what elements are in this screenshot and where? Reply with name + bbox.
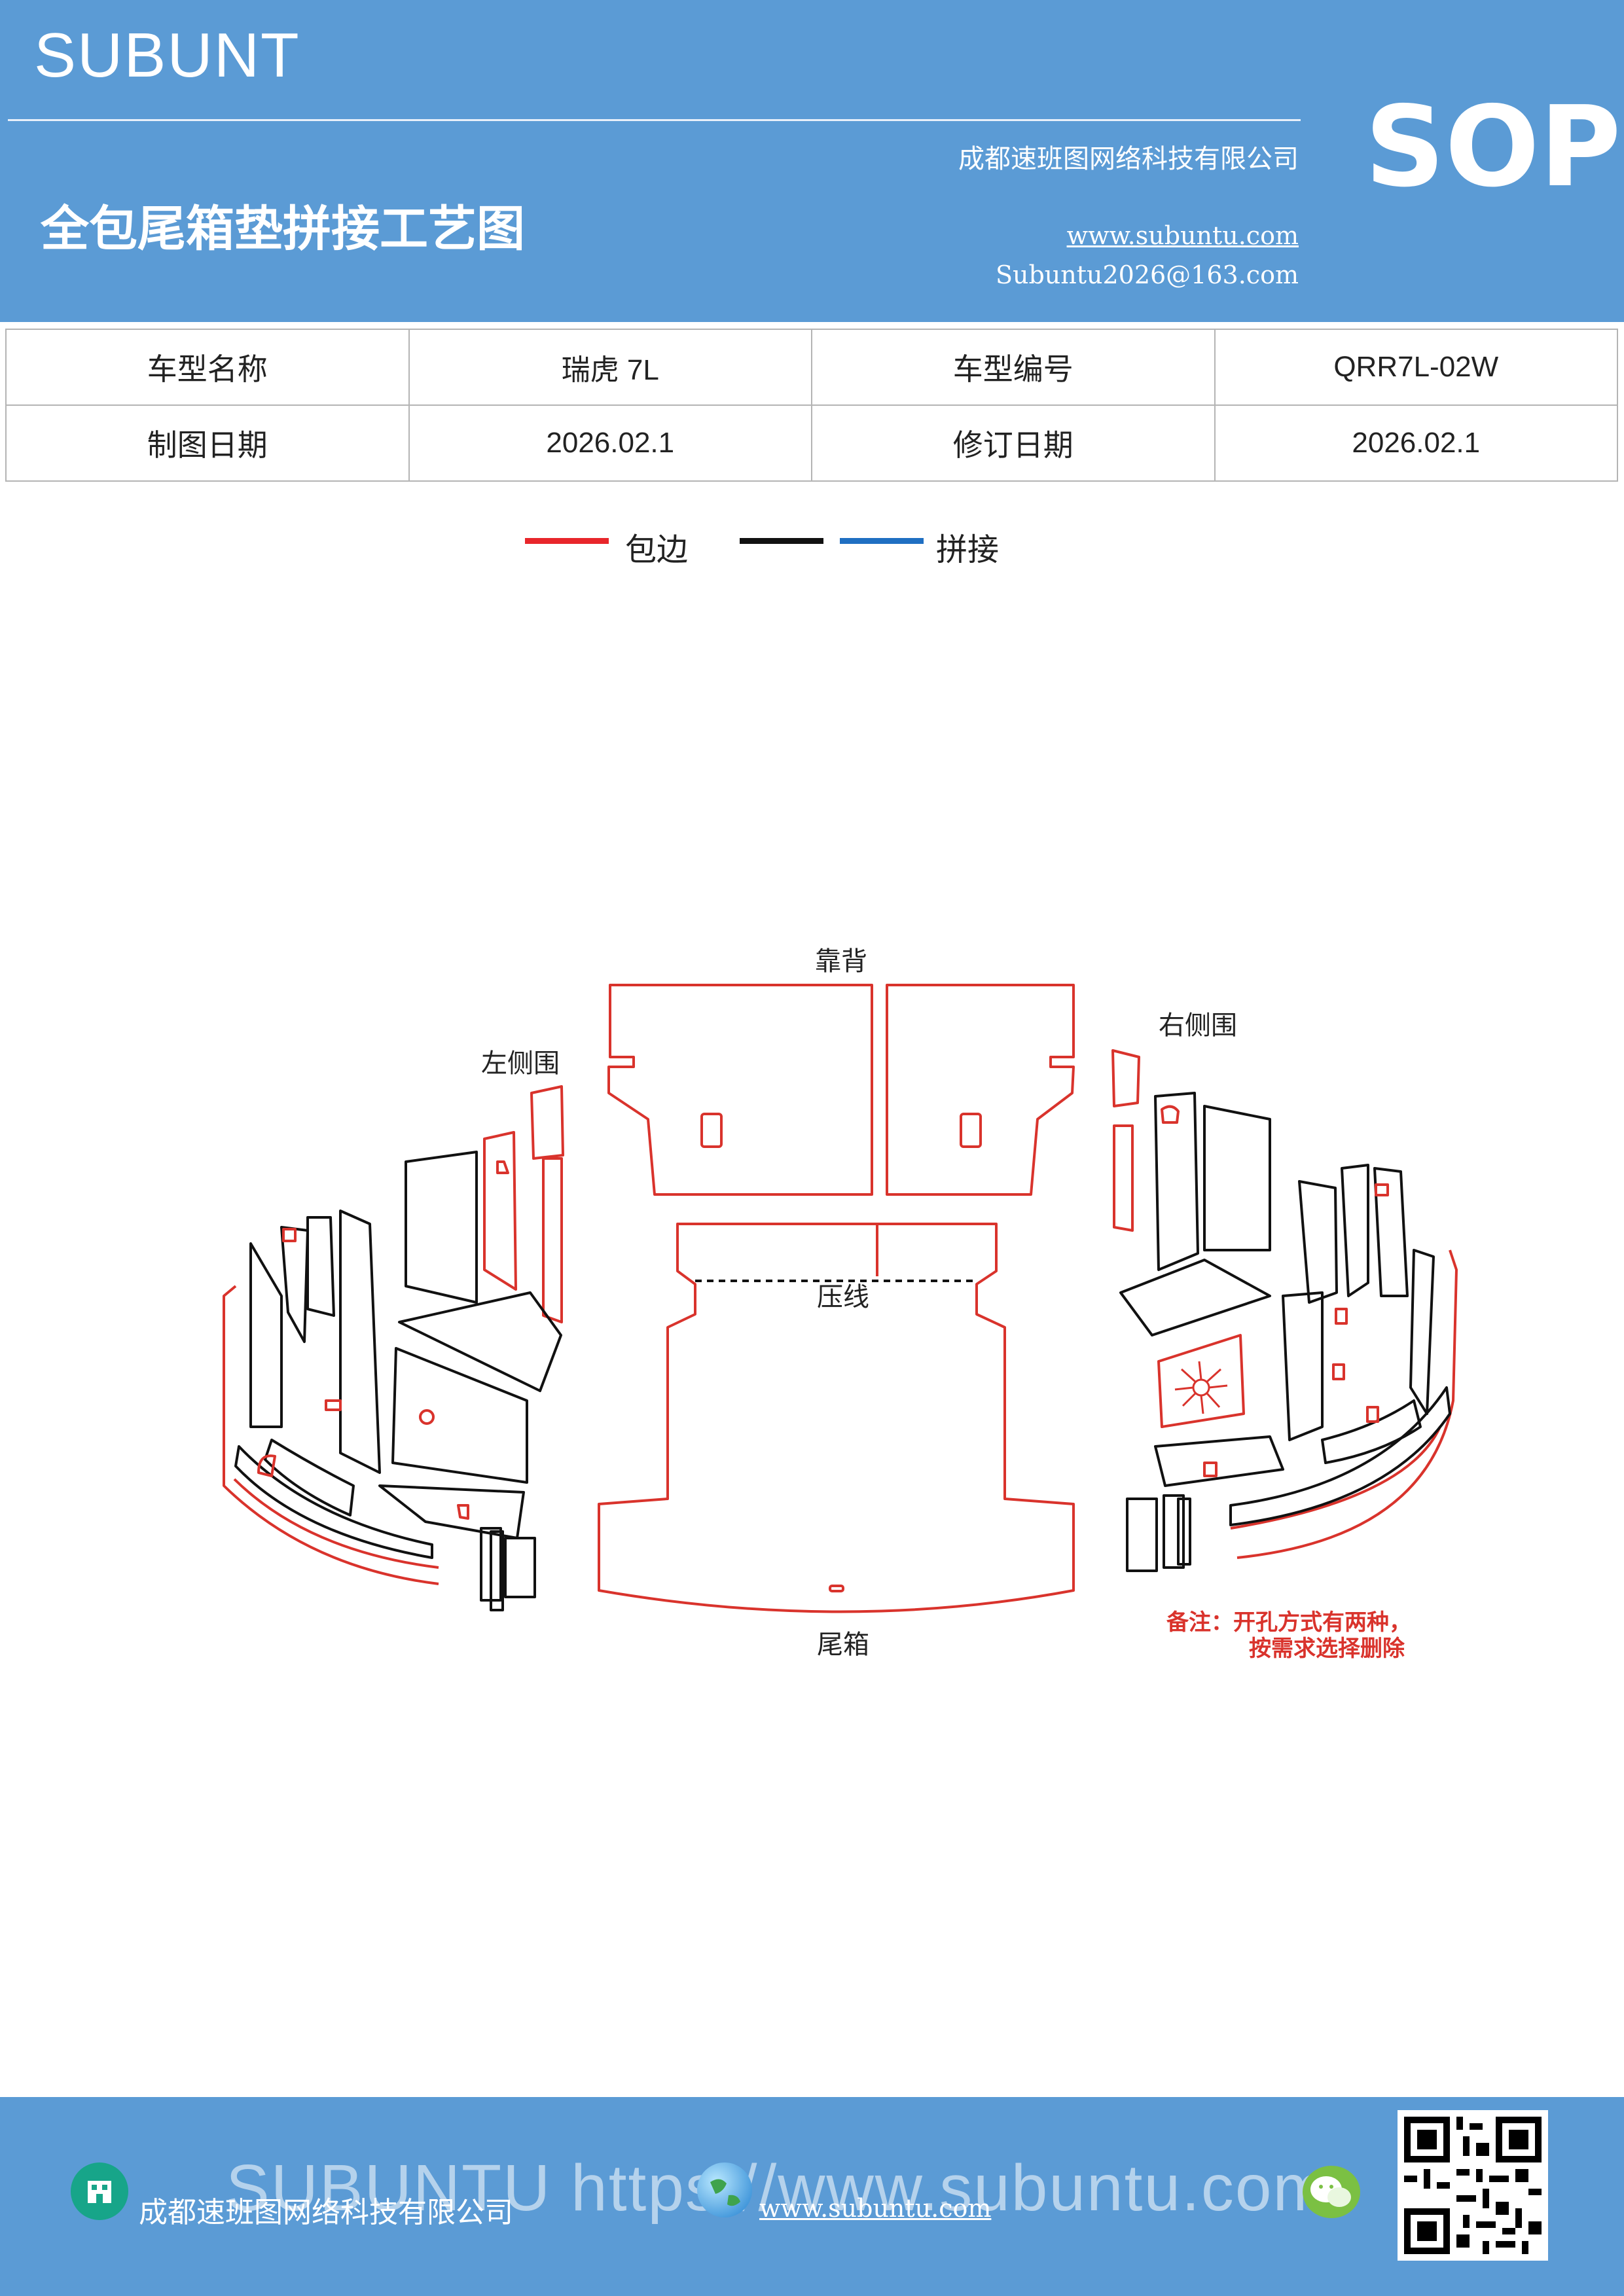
header-divider: [8, 119, 1301, 121]
wechat-icon: [1303, 2166, 1360, 2218]
right-strip-a: [1298, 1180, 1338, 1304]
company-name: 成都速班图网络科技有限公司: [958, 144, 1299, 174]
backrest-right-panel: [886, 984, 1075, 1196]
left-hole-c: [419, 1409, 435, 1425]
model-name-label: 车型名称: [5, 329, 410, 406]
backrest-right-hole: [960, 1113, 982, 1148]
left-bracket-a: [504, 1537, 536, 1598]
footer-banner: SUBUNTU https://www.subuntu.com 成都速班图网络科…: [0, 2097, 1624, 2296]
trunk-label: 尾箱: [817, 1630, 869, 1660]
draw-date-value: 2026.02.1: [408, 404, 812, 482]
left-strip-a: [249, 1242, 283, 1428]
note-line-1: 备注：开孔方式有两种，: [1166, 1609, 1411, 1636]
mat-diagram: 靠背 左侧围 右侧围 压线 尾箱 备注：开孔方式有两种， 按需求选择删除: [223, 946, 1458, 1662]
right-bracket-c: [1177, 1498, 1191, 1566]
footer-watermark: SUBUNTU https://www.subuntu.com: [226, 2151, 1329, 2225]
left-hole-a: [282, 1228, 297, 1242]
right-hole-f: [1203, 1462, 1218, 1477]
left-small-ring: [257, 1454, 276, 1477]
revision-date-value: 2026.02.1: [1214, 404, 1618, 482]
right-bracket-a: [1126, 1498, 1158, 1572]
model-code-value: QRR7L-02W: [1214, 329, 1618, 406]
right-panel-fan: [1157, 1334, 1245, 1428]
right-strip-d: [1409, 1249, 1435, 1415]
qr-code-icon: [1398, 2110, 1548, 2261]
left-panel-upper: [405, 1151, 478, 1304]
website-link[interactable]: www.subuntu.com: [1066, 221, 1299, 250]
left-side-outer-edge: [223, 1285, 439, 1585]
left-panel-mid: [398, 1291, 562, 1392]
header-banner: SUBUNT 全包尾箱垫拼接工艺图 成都速班图网络科技有限公司 www.subu…: [0, 0, 1624, 322]
table-row: 制图日期 2026.02.1 修订日期 2026.02.1: [5, 404, 1618, 482]
right-panel-upper-left: [1154, 1092, 1199, 1271]
brand-name: SUBUNT: [34, 20, 300, 90]
left-hole-e: [457, 1504, 469, 1520]
left-strip-d: [339, 1210, 381, 1474]
trunk-hole: [829, 1585, 844, 1592]
email-address: Subuntu2026@163.com: [995, 260, 1299, 289]
right-bracket-b: [1163, 1494, 1185, 1569]
left-hole-b: [325, 1399, 342, 1411]
left-hole-d: [496, 1160, 509, 1174]
document-title: 全包尾箱垫拼接工艺图: [41, 201, 525, 257]
left-panel-lower: [391, 1347, 528, 1484]
right-hole-a: [1375, 1183, 1389, 1196]
left-side-inner-edge: [233, 1478, 439, 1569]
building-icon: [71, 2162, 128, 2220]
trunk-floor-panel: [598, 1223, 1075, 1613]
left-panel-small: [483, 1131, 517, 1291]
footer-company: 成都速班图网络科技有限公司: [139, 2196, 513, 2229]
note-line-2: 按需求选择删除: [1249, 1636, 1405, 1662]
right-side-inner-edge: [1230, 1426, 1441, 1530]
right-panel-arc: [1229, 1386, 1451, 1526]
right-panel-curve: [1321, 1399, 1422, 1464]
left-panel-arc: [234, 1445, 433, 1559]
legend-seam-swatch: [840, 538, 924, 544]
right-strip-c: [1373, 1167, 1409, 1297]
left-side-label: 左侧围: [481, 1049, 560, 1079]
legend-edge-label: 包边: [625, 531, 689, 568]
right-panel-mid: [1119, 1259, 1271, 1336]
model-name-value: 瑞虎 7L: [408, 329, 812, 406]
legend-black-swatch: [740, 538, 823, 544]
right-panel-lower: [1282, 1291, 1324, 1441]
right-hole-d: [1366, 1406, 1379, 1423]
left-strip-b: [280, 1226, 309, 1343]
backrest-label: 靠背: [815, 946, 867, 977]
left-bracket-c: [490, 1530, 504, 1611]
left-strip-c: [306, 1216, 335, 1317]
fan-cutout: [1174, 1361, 1228, 1414]
right-panel-top: [1111, 1049, 1140, 1107]
legend-edge-swatch: [525, 538, 609, 544]
revision-date-label: 修订日期: [811, 404, 1216, 482]
legend-seam-label: 拼接: [936, 531, 1000, 568]
left-panel-curve: [264, 1439, 355, 1516]
legend: 包边 拼接: [0, 524, 1624, 576]
vehicle-info-table: 车型名称 瑞虎 7L 车型编号 QRR7L-02W 制图日期 2026.02.1…: [5, 329, 1618, 482]
right-hole-b: [1335, 1308, 1348, 1325]
right-strip-b: [1341, 1164, 1369, 1297]
backrest-left-panel: [607, 984, 873, 1196]
right-panel-bottom: [1154, 1435, 1284, 1487]
model-code-label: 车型编号: [811, 329, 1216, 406]
right-panel-strip: [1113, 1124, 1134, 1232]
globe-icon: [697, 2162, 752, 2217]
footer-website-link[interactable]: www.subuntu.com: [759, 2194, 992, 2223]
table-row: 车型名称 瑞虎 7L 车型编号 QRR7L-02W: [5, 329, 1618, 406]
right-hole-e: [1161, 1105, 1180, 1124]
sop-badge: SOP: [1365, 82, 1621, 212]
left-panel-strip: [542, 1157, 563, 1323]
right-side-label: 右侧围: [1159, 1011, 1237, 1041]
right-panel-upper-right: [1203, 1105, 1271, 1251]
left-panel-top: [530, 1085, 564, 1160]
draw-date-label: 制图日期: [5, 404, 410, 482]
press-line-label: 压线: [817, 1282, 869, 1312]
right-hole-c: [1332, 1363, 1345, 1380]
backrest-left-hole: [700, 1113, 723, 1148]
